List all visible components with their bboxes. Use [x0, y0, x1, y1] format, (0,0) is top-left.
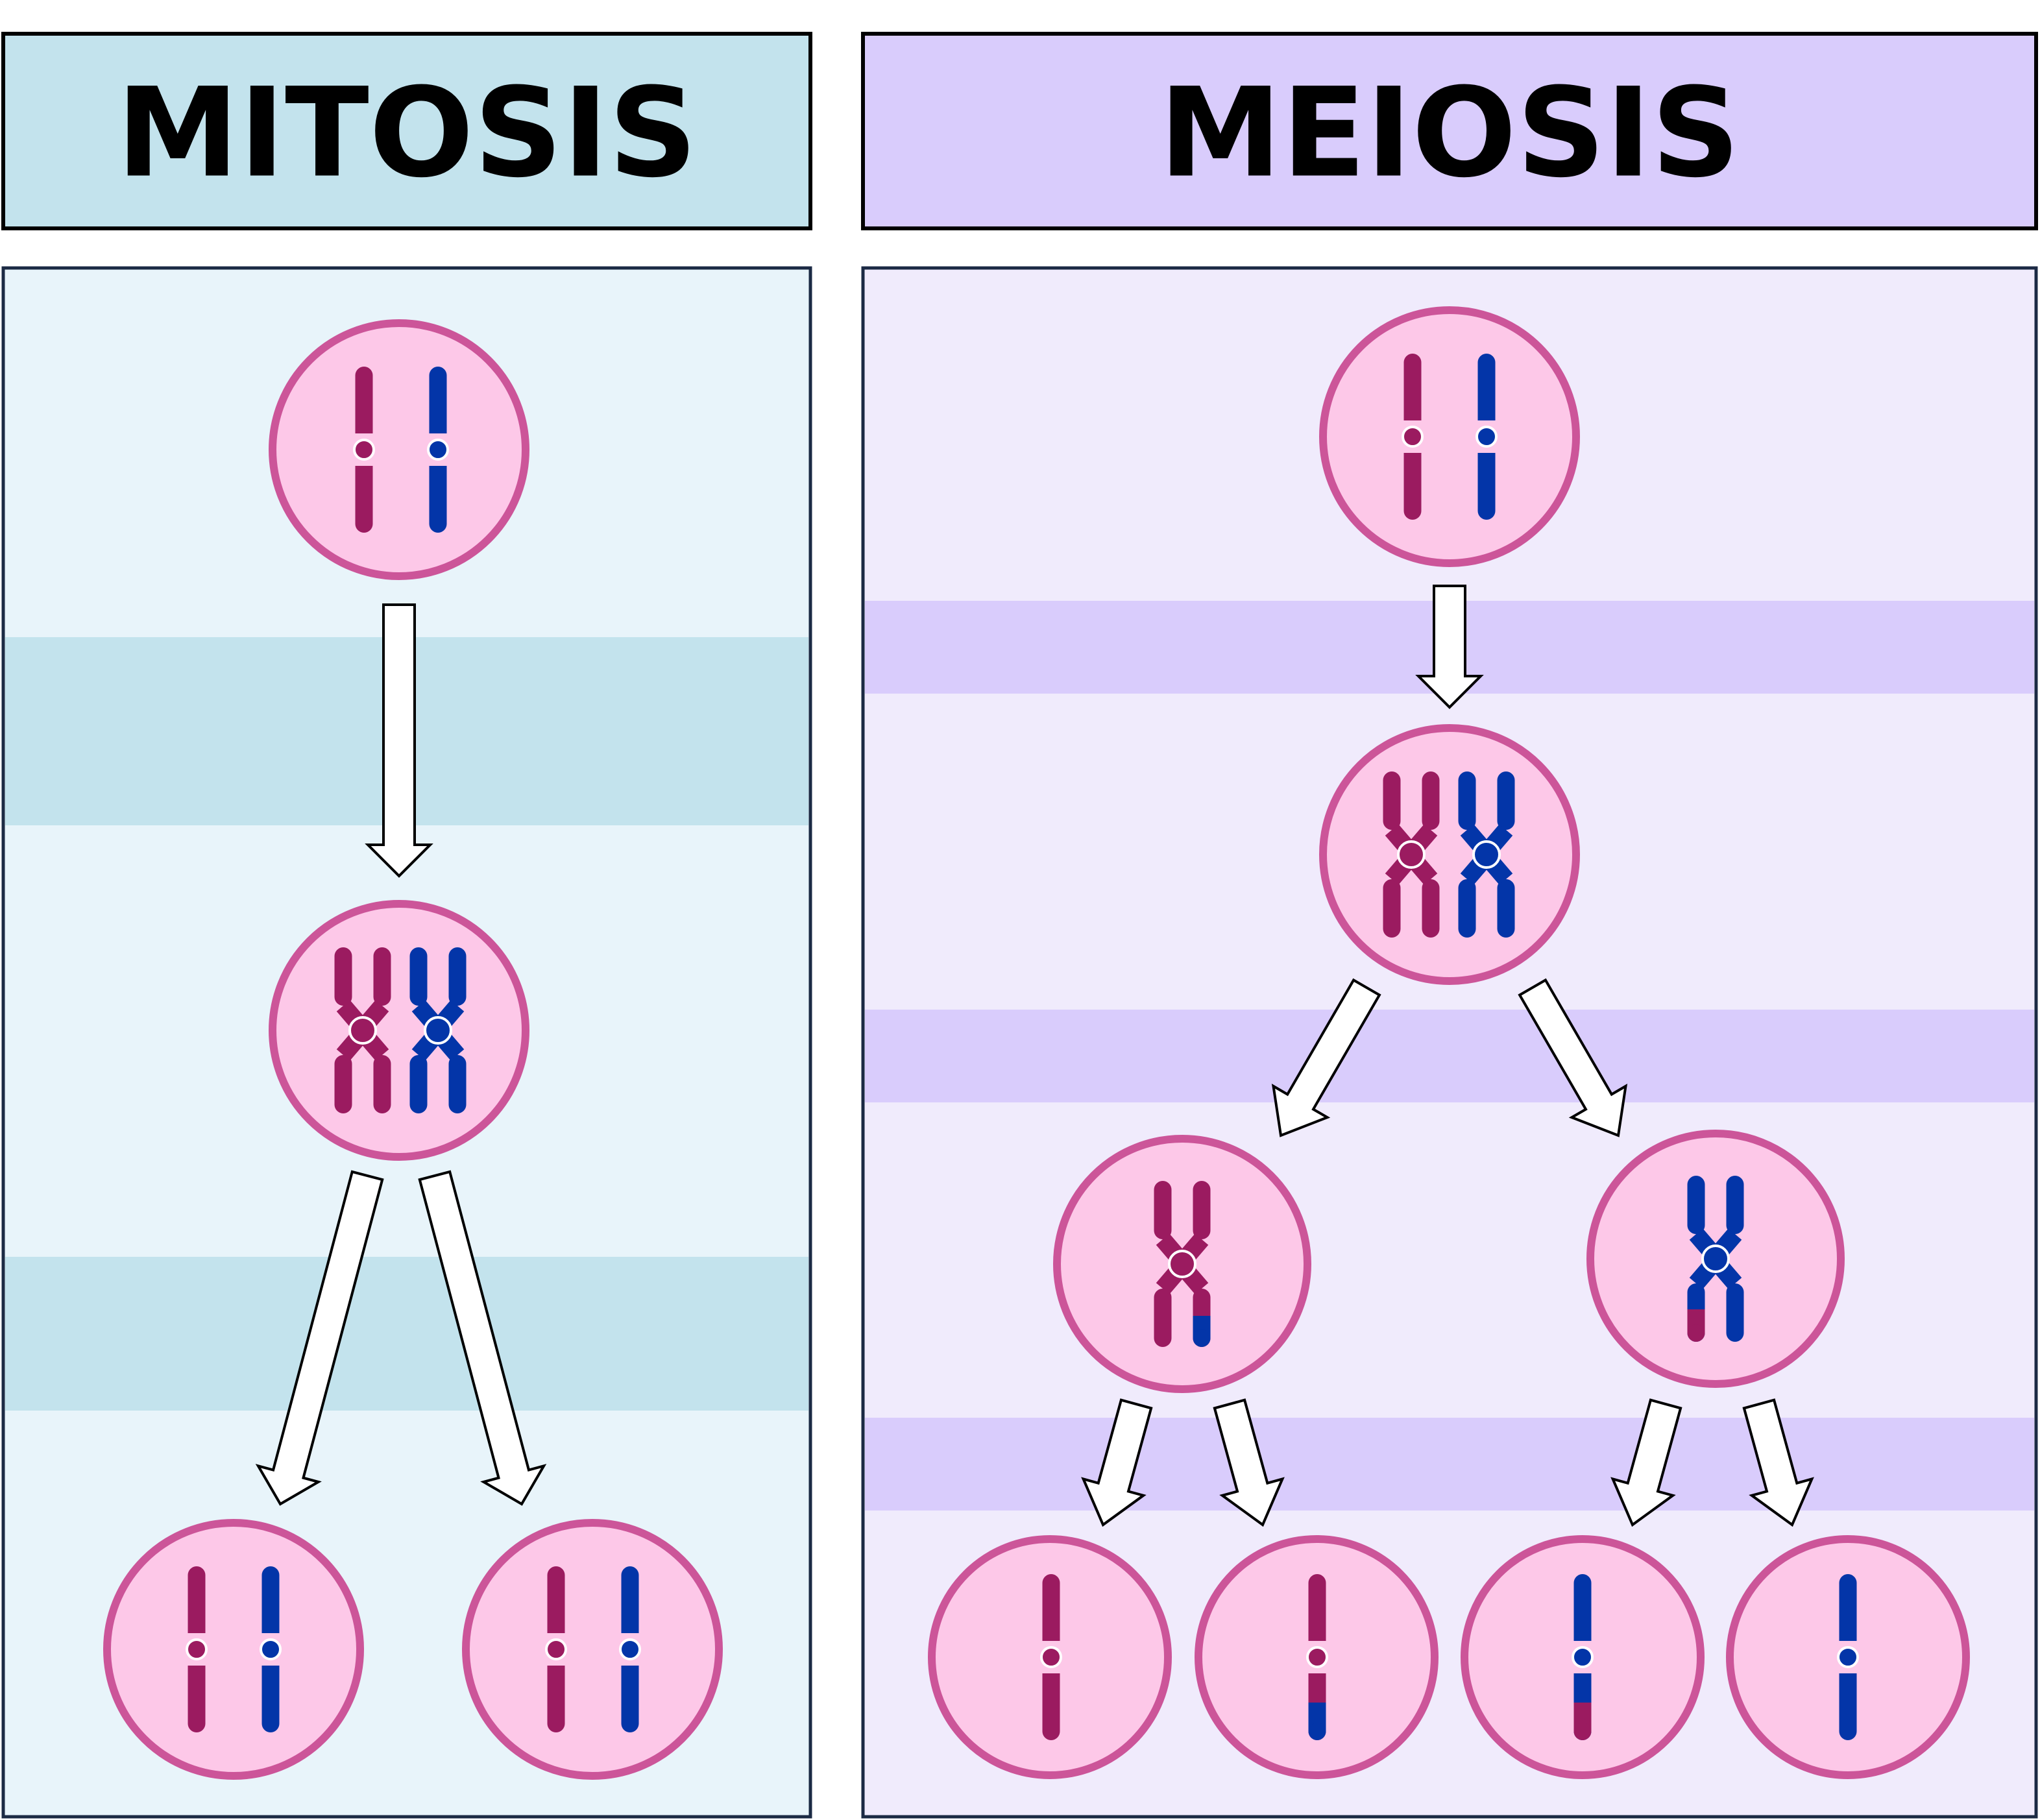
mitosis-band-2 — [5, 1257, 808, 1411]
mitosis-daughter-2-chromosome-paternal — [619, 1566, 641, 1732]
mitosis-arrow-left — [255, 1170, 384, 1506]
meiosis-header-box — [861, 32, 2038, 230]
meiosis-gamete-3-chromosome-centromere — [1572, 1646, 1594, 1668]
meiosis-arrow-lr — [1213, 1398, 1285, 1527]
mitosis-daughter-2-chromosome-maternal — [545, 1566, 567, 1732]
mitosis-daughter-1-chromosome-paternal-centromere — [260, 1638, 282, 1660]
mitosis-parent-chromosome-maternal — [353, 367, 375, 533]
meiosis-gamete-4 — [1726, 1535, 1970, 1779]
mitosis-daughter-1-chromosome-maternal — [186, 1566, 208, 1732]
meiosis-arrow-left — [1271, 978, 1381, 1137]
mitosis-title: MITOSIS — [116, 62, 697, 205]
meiosis-parent-cell-membrane — [1319, 306, 1580, 567]
meiosis-band-2 — [865, 1010, 2034, 1102]
meiosis-i-daughter-2-chromosome — [1687, 1176, 1744, 1342]
meiosis-gamete-2-chromosome — [1306, 1574, 1328, 1740]
meiosis-gamete-2 — [1195, 1535, 1439, 1779]
meiosis-parent-chromosome-maternal — [1402, 354, 1424, 520]
meiosis-arrow-1 — [1415, 585, 1484, 709]
meiosis-band-3 — [865, 1418, 2034, 1511]
meiosis-gamete-3 — [1461, 1535, 1705, 1779]
meiosis-arrow-ll — [1081, 1398, 1153, 1527]
meiosis-parent-chromosome-maternal-centromere — [1402, 426, 1424, 448]
meiosis-replicated-chromosome-maternal — [1383, 771, 1440, 938]
mitosis-daughter-cell-2-membrane — [462, 1519, 723, 1780]
mitosis-daughter-cell-1-membrane — [103, 1519, 364, 1780]
meiosis-i-daughter-cell-2 — [1586, 1130, 1845, 1388]
mitosis-replicated-chromosome-paternal — [409, 947, 467, 1113]
mitosis-replicated-cell — [269, 900, 529, 1161]
mitosis-parent-chromosome-paternal-centromere — [427, 439, 449, 461]
mitosis-daughter-cell-1 — [103, 1519, 364, 1780]
meiosis-arrow-right — [1518, 978, 1628, 1137]
meiosis-replicated-chromosome-maternal-centromere — [1397, 840, 1426, 869]
meiosis-gamete-4-chromosome — [1837, 1574, 1859, 1740]
meiosis-arrow-rr — [1742, 1398, 1814, 1527]
meiosis-gamete-2-chromosome-centromere — [1306, 1646, 1328, 1668]
meiosis-replicated-chromosome-paternal — [1458, 771, 1515, 938]
cells — [103, 306, 1970, 1780]
mitosis-replicated-chromosome-maternal-centromere — [348, 1016, 377, 1045]
mitosis-daughter-1-chromosome-paternal — [260, 1566, 282, 1732]
meiosis-parent-chromosome-paternal-centromere — [1475, 426, 1498, 448]
meiosis-gamete-1-chromosome-centromere — [1040, 1646, 1062, 1668]
meiosis-replicated-cell — [1319, 724, 1580, 985]
mitosis-parent-cell-membrane — [269, 319, 529, 580]
meiosis-gamete-1 — [928, 1535, 1172, 1779]
mitosis-daughter-1-chromosome-maternal-centromere — [186, 1638, 208, 1660]
meiosis-replicated-cell-membrane — [1319, 724, 1580, 985]
meiosis-gamete-4-chromosome-centromere — [1837, 1646, 1859, 1668]
meiosis-header: MEIOSIS — [861, 32, 2038, 230]
mitosis-header: MITOSIS — [1, 32, 812, 230]
arrows — [255, 585, 1814, 1527]
mitosis-arrow-right — [418, 1170, 547, 1506]
meiosis-title: MEIOSIS — [1159, 62, 1740, 205]
meiosis-i-daughter-1-chromosome-centromere — [1168, 1250, 1196, 1278]
mitosis-daughter-2-chromosome-maternal-centromere — [545, 1638, 567, 1660]
mitosis-replicated-chromosome-paternal-centromere — [424, 1016, 452, 1045]
meiosis-i-daughter-cell-1 — [1053, 1135, 1311, 1393]
mitosis-daughter-cell-2 — [462, 1519, 723, 1780]
mitosis-replicated-chromosome-maternal — [334, 947, 391, 1113]
mitosis-panel-border — [1, 266, 812, 1819]
meiosis-i-daughter-1-chromosome — [1154, 1181, 1211, 1347]
mitosis-parent-chromosome-maternal-centromere — [353, 439, 375, 461]
meiosis-parent-chromosome-paternal — [1475, 354, 1498, 520]
mitosis-parent-chromosome-paternal — [427, 367, 449, 533]
meiosis-i-daughter-2-chromosome-centromere — [1701, 1244, 1730, 1273]
mitosis-replicated-cell-membrane — [269, 900, 529, 1161]
mitosis-header-box — [1, 32, 812, 230]
mitosis-daughter-2-chromosome-paternal-centromere — [619, 1638, 641, 1660]
mitosis-parent-cell — [269, 319, 529, 580]
meiosis-panel-border — [861, 266, 2038, 1819]
meiosis-replicated-chromosome-paternal-centromere — [1472, 840, 1501, 869]
meiosis-gamete-3-chromosome — [1572, 1574, 1594, 1740]
meiosis-arrow-rl — [1610, 1398, 1682, 1527]
meiosis-parent-cell — [1319, 306, 1580, 567]
meiosis-gamete-1-chromosome — [1040, 1574, 1062, 1740]
mitosis-arrow-1 — [365, 603, 433, 878]
